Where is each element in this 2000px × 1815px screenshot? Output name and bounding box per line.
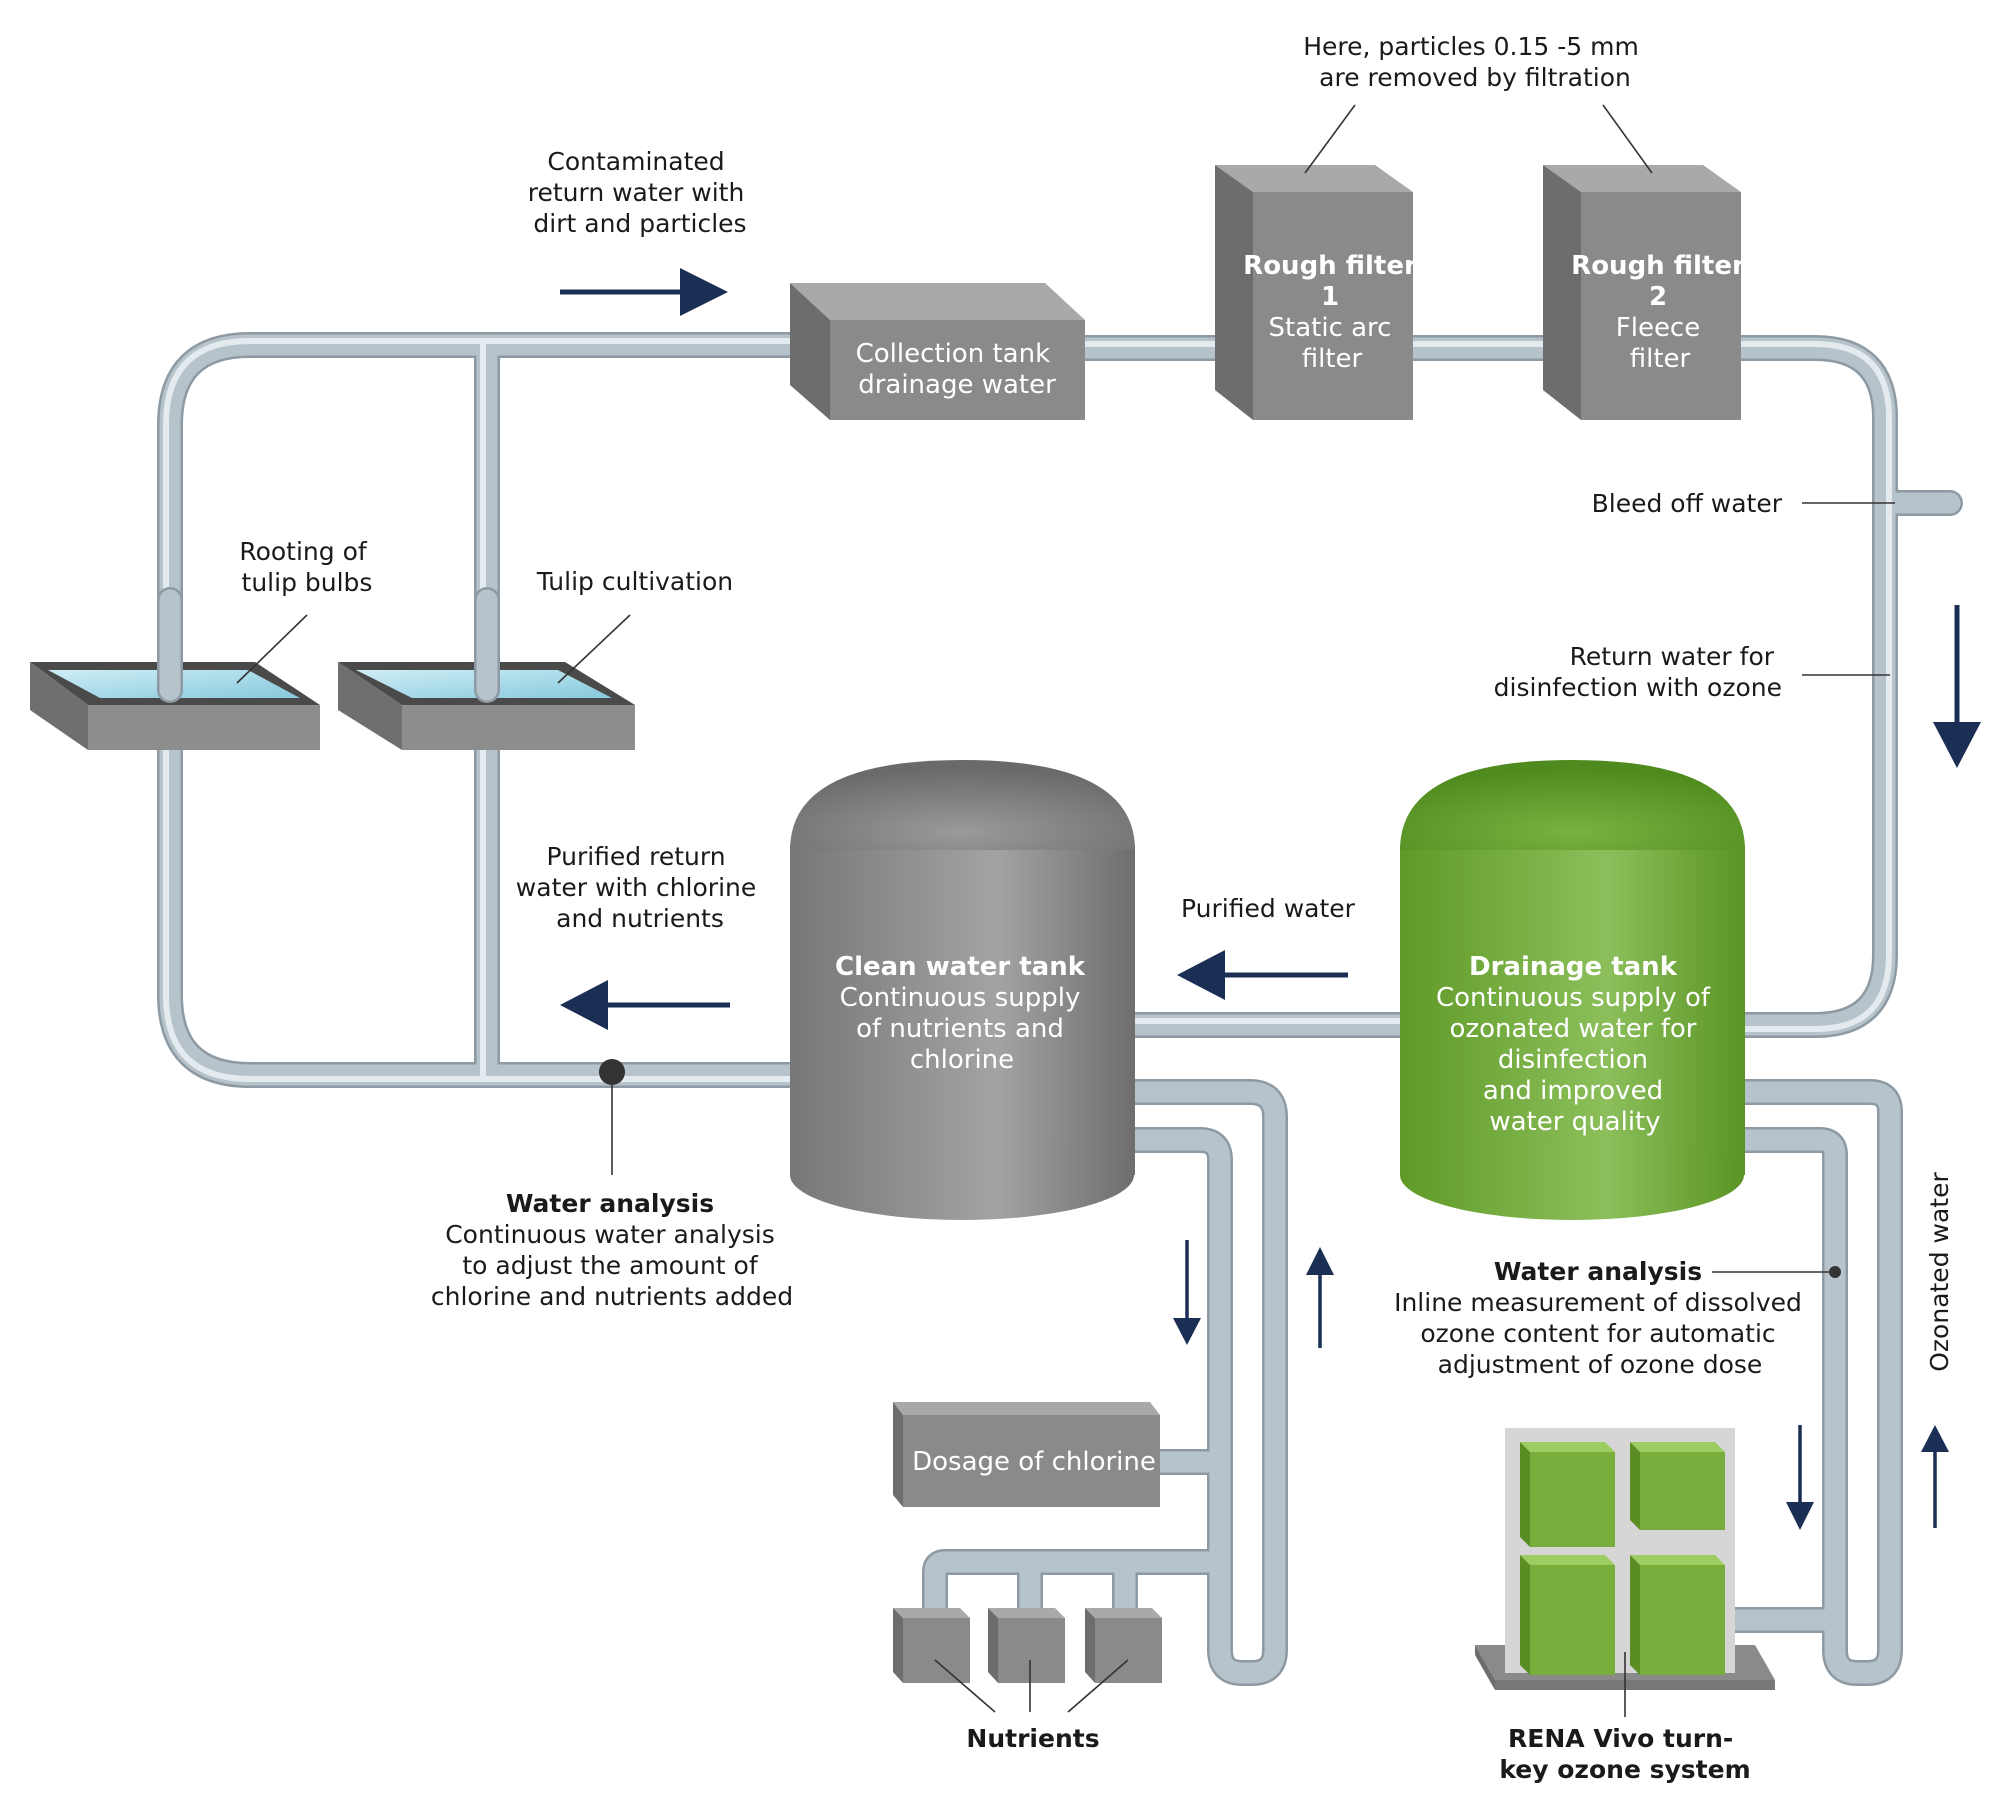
label-tulip-cultivation: Tulip cultivation bbox=[536, 567, 733, 596]
leader-lines bbox=[236, 104, 1895, 1717]
label-rough-filter-2: Rough filter 2 Fleece filter bbox=[1571, 251, 1749, 374]
arrow-purified-water-left bbox=[1177, 950, 1348, 1000]
arrow-from-dosage-up bbox=[1306, 1247, 1334, 1348]
label-purified-water: Purified water bbox=[1181, 894, 1356, 923]
label-nutrients: Nutrients bbox=[966, 1724, 1099, 1753]
water-analysis-sensor-left bbox=[599, 1059, 625, 1085]
arrow-ozonated-up bbox=[1921, 1425, 1949, 1528]
label-particles-note: Here, particles 0.15 -5 mm are removed b… bbox=[1303, 32, 1647, 92]
rough-filter-2-box bbox=[1543, 165, 1741, 420]
arrow-contaminated-right bbox=[560, 268, 728, 316]
nutrient-box-2 bbox=[988, 1608, 1065, 1683]
label-collection-tank: Collection tank drainage water bbox=[856, 339, 1059, 400]
label-ozonated-water: Ozonated water bbox=[1925, 1172, 1954, 1372]
nutrient-box-3 bbox=[1085, 1608, 1162, 1683]
label-contaminated: Contaminated return water with dirt and … bbox=[528, 147, 753, 238]
label-rooting: Rooting of tulip bulbs bbox=[239, 537, 374, 597]
label-water-analysis-right: Water analysis Inline measurement of dis… bbox=[1394, 1257, 1806, 1379]
water-analysis-sensor-right bbox=[1829, 1266, 1841, 1278]
collection-tank-box bbox=[790, 283, 1085, 420]
label-return-water: Return water for disinfection with ozone bbox=[1494, 642, 1782, 702]
label-rough-filter-1: Rough filter 1 Static arc filter bbox=[1243, 251, 1421, 374]
pipe-network bbox=[157, 332, 1963, 1686]
label-drainage-tank: Drainage tank Continuous supply of ozona… bbox=[1436, 952, 1714, 1137]
drainage-tank bbox=[1400, 760, 1745, 1220]
clean-water-tank bbox=[790, 760, 1135, 1220]
arrow-to-ozone-down bbox=[1786, 1425, 1814, 1530]
rena-vivo-ozone-system bbox=[1475, 1428, 1775, 1690]
label-purified-return: Purified return water with chlorine and … bbox=[516, 842, 764, 933]
arrow-return-water-down bbox=[1933, 605, 1981, 768]
label-rena-vivo: RENA Vivo turn- key ozone system bbox=[1499, 1724, 1750, 1784]
rough-filter-1-box bbox=[1215, 165, 1413, 420]
label-bleed-off: Bleed off water bbox=[1592, 489, 1783, 518]
dosage-chlorine-box bbox=[893, 1402, 1160, 1507]
tray-tulip-cultivation bbox=[338, 662, 635, 750]
label-water-analysis-left: Water analysis Continuous water analysis… bbox=[431, 1189, 793, 1311]
label-clean-water-tank: Clean water tank Continuous supply of nu… bbox=[835, 952, 1089, 1075]
nutrient-box-1 bbox=[893, 1608, 970, 1683]
arrow-to-dosage-down bbox=[1173, 1240, 1201, 1345]
label-dosage-chlorine: Dosage of chlorine bbox=[912, 1447, 1156, 1477]
arrow-purified-return-left bbox=[560, 980, 730, 1030]
